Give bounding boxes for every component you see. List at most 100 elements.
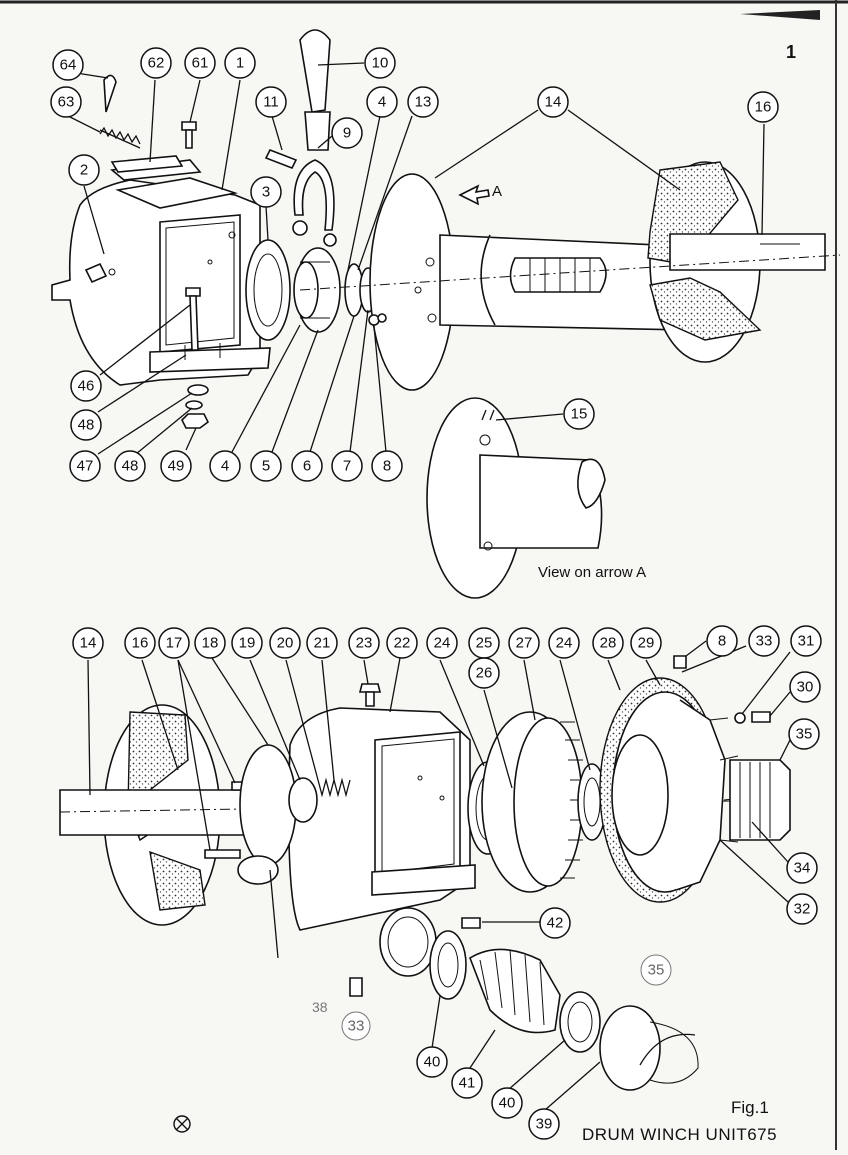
svg-text:33: 33 <box>756 633 773 650</box>
svg-text:23: 23 <box>356 635 373 652</box>
callout: 62 <box>140 47 172 79</box>
svg-text:33: 33 <box>348 1018 365 1035</box>
callout: 26 <box>468 657 500 689</box>
callout: 11 <box>255 86 287 118</box>
svg-text:48: 48 <box>122 458 139 475</box>
callout: 35 <box>640 954 672 986</box>
svg-text:18: 18 <box>202 635 219 652</box>
svg-text:13: 13 <box>415 94 432 111</box>
callout: 47 <box>69 450 101 482</box>
callout: 48 <box>114 450 146 482</box>
svg-text:30: 30 <box>797 679 814 696</box>
svg-text:14: 14 <box>545 94 562 111</box>
top-assembly: A <box>51 29 841 429</box>
callout: 40 <box>416 1046 448 1078</box>
svg-text:11: 11 <box>263 94 279 111</box>
callout: 9 <box>331 117 363 149</box>
svg-text:62: 62 <box>148 55 165 72</box>
view-a-inset <box>426 397 606 599</box>
svg-text:1: 1 <box>236 55 244 72</box>
svg-text:29: 29 <box>638 635 655 652</box>
callout: 16 <box>747 91 779 123</box>
callout: 61 <box>184 47 216 79</box>
callout: 25 <box>468 627 500 659</box>
svg-text:16: 16 <box>132 635 149 652</box>
svg-text:63: 63 <box>58 94 75 111</box>
svg-text:5: 5 <box>262 458 270 475</box>
callout: 33 <box>341 1011 371 1041</box>
callout: 32 <box>786 893 818 925</box>
callout: 17 <box>158 627 190 659</box>
callout: 2 <box>68 154 100 186</box>
callout: 16 <box>124 627 156 659</box>
svg-text:48: 48 <box>78 417 95 434</box>
callout: 24 <box>426 627 458 659</box>
callout: 14 <box>72 627 104 659</box>
callout: 29 <box>630 627 662 659</box>
arrow-a-label: A <box>492 183 502 200</box>
callout: 15 <box>563 398 595 430</box>
svg-text:14: 14 <box>80 635 97 652</box>
callout: 8 <box>706 625 738 657</box>
svg-text:21: 21 <box>314 635 331 652</box>
svg-text:17: 17 <box>166 635 183 652</box>
callout: 24 <box>548 627 580 659</box>
callout: 63 <box>50 86 82 118</box>
callout: 28 <box>592 627 624 659</box>
callout: 31 <box>790 625 822 657</box>
figure-caption: DRUM WINCH UNIT675 <box>582 1125 778 1144</box>
svg-text:46: 46 <box>78 378 95 395</box>
callout: 20 <box>269 627 301 659</box>
svg-text:40: 40 <box>499 1095 516 1112</box>
callout: 10 <box>364 47 396 79</box>
svg-text:27: 27 <box>516 635 533 652</box>
callout: 33 <box>748 625 780 657</box>
svg-text:42: 42 <box>547 915 564 932</box>
figure-label: Fig.1 <box>731 1098 769 1117</box>
svg-text:2: 2 <box>80 162 88 179</box>
scan-mark <box>740 10 820 20</box>
svg-text:22: 22 <box>394 635 411 652</box>
callouts-top: 64 62 61 1 10 63 11 4 13 14 16 9 2 3 15 … <box>50 47 779 482</box>
svg-text:64: 64 <box>60 57 77 74</box>
callout: 7 <box>331 450 363 482</box>
callout: 39 <box>528 1108 560 1140</box>
svg-text:3: 3 <box>262 184 270 201</box>
svg-text:28: 28 <box>600 635 617 652</box>
callout: 49 <box>160 450 192 482</box>
callout: 3 <box>250 176 282 208</box>
callout: 1 <box>224 47 256 79</box>
callout: 42 <box>539 907 571 939</box>
callout: 48 <box>70 409 102 441</box>
callout: 35 <box>788 718 820 750</box>
faint-fragment: 38 <box>312 999 328 1015</box>
callout: 18 <box>194 627 226 659</box>
callout: 41 <box>451 1067 483 1099</box>
callout: 19 <box>231 627 263 659</box>
callout: 4 <box>366 86 398 118</box>
leader-lines <box>67 62 791 1111</box>
callout: 46 <box>70 370 102 402</box>
callout: 21 <box>306 627 338 659</box>
callout: 8 <box>371 450 403 482</box>
callout: 23 <box>348 627 380 659</box>
svg-text:61: 61 <box>192 55 209 72</box>
svg-text:9: 9 <box>343 125 351 142</box>
callout: 5 <box>250 450 282 482</box>
svg-text:24: 24 <box>556 635 573 652</box>
callouts-bottom: 14 16 17 18 19 20 21 23 22 24 25 26 27 2… <box>72 625 822 1140</box>
svg-text:8: 8 <box>383 458 391 475</box>
svg-text:26: 26 <box>476 665 493 682</box>
svg-text:15: 15 <box>571 406 588 423</box>
svg-text:31: 31 <box>798 633 815 650</box>
svg-text:47: 47 <box>77 458 94 475</box>
svg-text:20: 20 <box>277 635 294 652</box>
svg-text:25: 25 <box>476 635 493 652</box>
callout: 40 <box>491 1087 523 1119</box>
svg-text:6: 6 <box>303 458 311 475</box>
page-number: 1 <box>786 42 797 62</box>
callout: 22 <box>386 627 418 659</box>
svg-text:35: 35 <box>648 962 665 979</box>
svg-text:4: 4 <box>378 94 386 111</box>
